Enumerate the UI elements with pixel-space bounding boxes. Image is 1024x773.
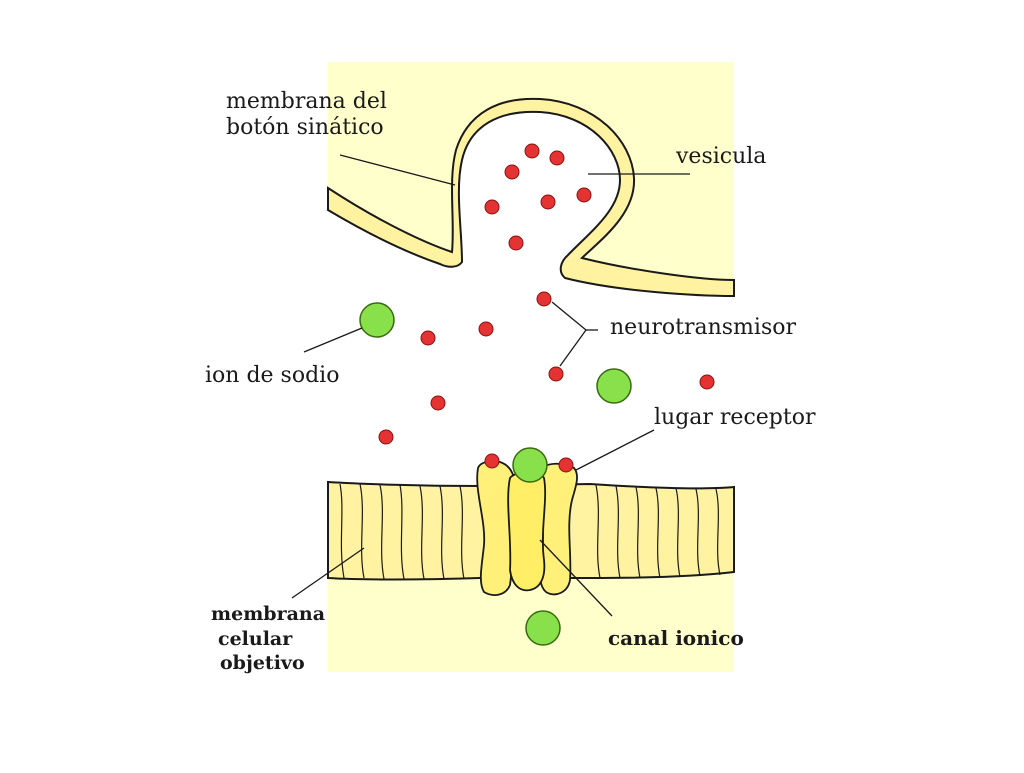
label-membrana-celular-2: celular bbox=[218, 628, 293, 650]
leader-membrana-boton bbox=[339, 154, 456, 186]
label-membrana-celular-1: membrana bbox=[211, 603, 325, 625]
sodium-ion bbox=[596, 368, 632, 404]
neurotransmitter-molecule bbox=[536, 291, 552, 307]
neurotransmitter-molecule bbox=[548, 366, 564, 382]
leader-ion-sodio bbox=[303, 327, 363, 353]
neurotransmitter-molecule bbox=[378, 429, 394, 445]
neurotransmitter-molecule bbox=[549, 150, 565, 166]
neurotransmitter-molecule bbox=[420, 330, 436, 346]
neurotransmitter-molecule bbox=[508, 235, 524, 251]
label-ion-sodio: ion de sodio bbox=[205, 363, 339, 388]
neurotransmitter-molecule bbox=[558, 457, 574, 473]
sodium-ion bbox=[525, 610, 561, 646]
label-neurotransmisor: neurotransmisor bbox=[610, 315, 796, 340]
leader-canal-ionico bbox=[539, 539, 613, 617]
neurotransmitter-molecule bbox=[699, 374, 715, 390]
neurotransmitter-molecule bbox=[524, 143, 540, 159]
synaptic-cleft bbox=[328, 111, 734, 488]
neurotransmitter-molecule bbox=[484, 453, 500, 469]
neurotransmitter-molecule bbox=[504, 164, 520, 180]
leader-membrana-celular bbox=[291, 547, 365, 599]
label-membrana-boton-2: botón sinático bbox=[226, 115, 384, 140]
label-vesicula: vesicula bbox=[675, 144, 766, 169]
presynaptic-membrane bbox=[327, 97, 735, 298]
neurotransmitter-molecule bbox=[540, 194, 556, 210]
membrane-striations-left bbox=[339, 483, 465, 580]
label-lugar-receptor: lugar receptor bbox=[654, 405, 816, 430]
neurotransmitter-molecule bbox=[430, 395, 446, 411]
leader-lines bbox=[291, 154, 690, 617]
label-membrana-celular-3: objetivo bbox=[220, 652, 305, 674]
sodium-ions bbox=[359, 302, 632, 646]
ion-channel bbox=[476, 460, 578, 596]
leader-lugar-receptor bbox=[575, 429, 655, 471]
membrane-striations-right bbox=[595, 484, 721, 579]
sodium-ion bbox=[512, 447, 548, 483]
neurotransmitter-molecule bbox=[576, 187, 592, 203]
label-membrana-boton-1: membrana del bbox=[226, 89, 387, 114]
sodium-ion bbox=[359, 302, 395, 338]
neurotransmitters bbox=[378, 143, 715, 473]
neurotransmitter-molecule bbox=[484, 199, 500, 215]
label-canal-ionico: canal ionico bbox=[608, 626, 744, 650]
neurotransmitter-molecule bbox=[478, 321, 494, 337]
